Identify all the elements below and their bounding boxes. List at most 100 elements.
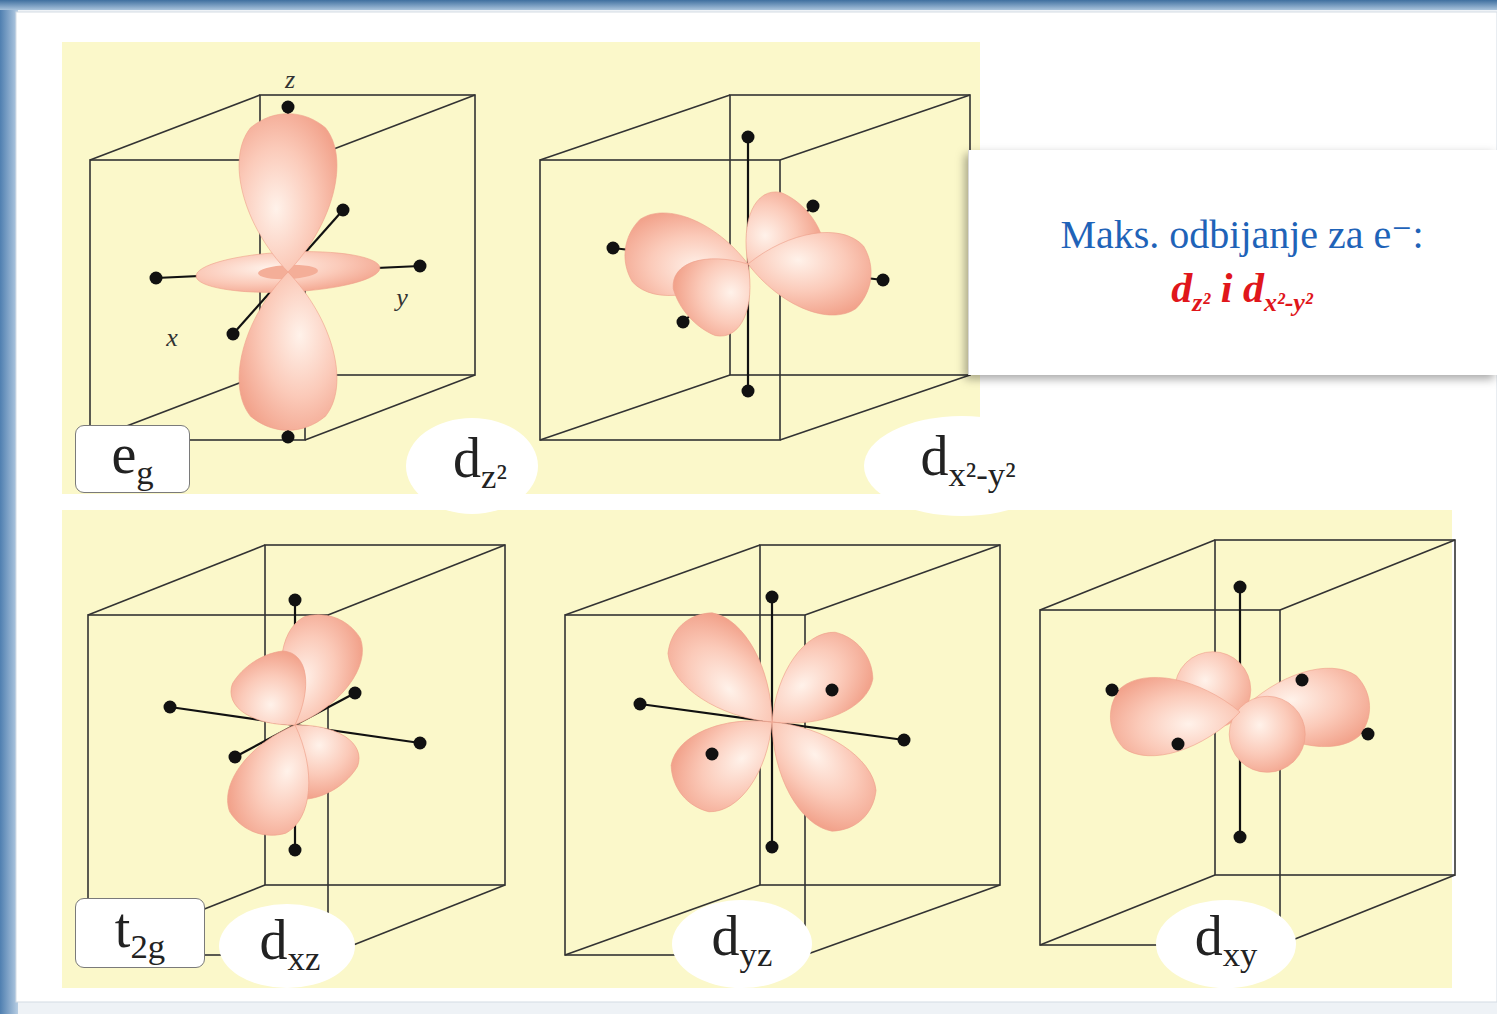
cube-edge [1280, 875, 1455, 945]
text-run [1232, 265, 1243, 311]
axis-label: z [285, 67, 295, 93]
ligand-dot [414, 260, 427, 273]
ligand-dot [706, 748, 719, 761]
ligand-dot [349, 687, 362, 700]
ligand-dot [337, 204, 350, 217]
ligand-dot [414, 737, 427, 750]
eg-panel [62, 42, 980, 494]
orbital-letter: d [1171, 265, 1192, 311]
ligand-dot [1234, 581, 1247, 594]
cube-edge [780, 95, 970, 160]
t2g-panel [62, 510, 1452, 988]
orbital-label: dx²-y² [920, 428, 1015, 484]
axis-label: y [396, 285, 408, 311]
slide-edge [0, 0, 18, 1014]
ligand-dot [607, 242, 620, 255]
slide-panel [16, 12, 1497, 1002]
ligand-dot [877, 274, 890, 287]
orbital-letter: d [260, 909, 288, 971]
label-blob [219, 904, 355, 988]
ligand-dot [1296, 674, 1309, 687]
ligand-dot [164, 701, 177, 714]
orbital-letter: d [1195, 905, 1223, 967]
cube-edge [88, 545, 265, 615]
orbital-lobe [743, 223, 875, 319]
ligand-dot [282, 431, 295, 444]
ligand-dot [898, 734, 911, 747]
orbital-lobe [1108, 673, 1242, 758]
orbital-letter: d [712, 905, 740, 967]
orbital-subscript: z² [1192, 288, 1210, 317]
cube-edge [1280, 540, 1455, 610]
ligand-dot [150, 272, 163, 285]
ligand-dot [634, 698, 647, 711]
ligand-dot [289, 844, 302, 857]
orbital-subscript: 2g [130, 927, 165, 966]
orbital-lobe [662, 233, 776, 347]
orbital-lobe [221, 640, 328, 746]
orbital-lobe [1229, 696, 1305, 772]
cube-xy [1040, 540, 1455, 945]
orbital-subscript: xz [288, 939, 321, 978]
orbital-label: dxy [1195, 908, 1258, 964]
symmetry-label: eg [111, 426, 153, 482]
orbital-lobe [239, 114, 337, 272]
ligand-dot [1106, 684, 1119, 697]
orbital-subscript: g [136, 453, 153, 492]
cube-edge [1040, 540, 1215, 610]
text-run [1210, 265, 1221, 311]
ligand-dot [282, 101, 295, 114]
orbital-letter: d [1243, 265, 1264, 311]
symmetry-label-box: eg [75, 425, 190, 493]
symmetry-label: t2g [115, 900, 165, 956]
cube-yz [565, 545, 1000, 955]
label-blob [864, 416, 1060, 516]
label-blob [672, 900, 812, 988]
cube-front-face [540, 160, 780, 440]
ligand-dot [289, 594, 302, 607]
orbital-letter: t [115, 897, 131, 959]
cube-front-face [1040, 610, 1280, 945]
ligand-dot [742, 131, 755, 144]
cube-edge [328, 545, 505, 615]
callout-heading: Maks. odbijanje za e⁻: [1060, 212, 1423, 258]
label-blob [406, 418, 538, 514]
symmetry-label-box: t2g [75, 898, 205, 968]
orbital-subscript: x²-y² [1264, 288, 1313, 317]
orbital-label: dyz [712, 908, 773, 964]
ligand-dot [807, 200, 820, 213]
orbital-letter: d [453, 427, 481, 489]
ligand-dot [742, 385, 755, 398]
cube-edge [565, 545, 760, 615]
ligand-dot [1234, 831, 1247, 844]
orbital-label: dxz [260, 912, 321, 968]
ligand-dot [677, 316, 690, 329]
cube-xz [88, 545, 505, 955]
ligand-dot [826, 684, 839, 697]
cube-edge [540, 95, 730, 160]
ligand-dot [229, 751, 242, 764]
orbital-label: dz² [453, 430, 507, 486]
orbital-subscript: x²-y² [948, 455, 1015, 494]
orbital-subscript: xy [1223, 935, 1258, 974]
cube-edge [805, 885, 1000, 955]
cube-edge [805, 545, 1000, 615]
ligand-dot [1362, 728, 1375, 741]
callout-orbitals: dz² i dx²-y² [1171, 264, 1312, 312]
cube-edge [90, 95, 260, 160]
cube-x2y2 [540, 95, 970, 440]
orbital-lobe [653, 598, 801, 749]
callout-box: Maks. odbijanje za e⁻: dz² i dx²-y² [968, 150, 1497, 375]
orbital-subscript: yz [740, 935, 773, 974]
ligand-dot [227, 328, 240, 341]
orbital-letter: d [920, 425, 948, 487]
cube-z2 [90, 95, 475, 444]
label-blob [1156, 900, 1296, 988]
orbital-subscript: z² [481, 457, 507, 496]
orbital-lobe [218, 711, 332, 846]
cube-back-face [1215, 540, 1455, 875]
orbital-lobe [239, 272, 337, 430]
axis-label: x [166, 325, 178, 351]
